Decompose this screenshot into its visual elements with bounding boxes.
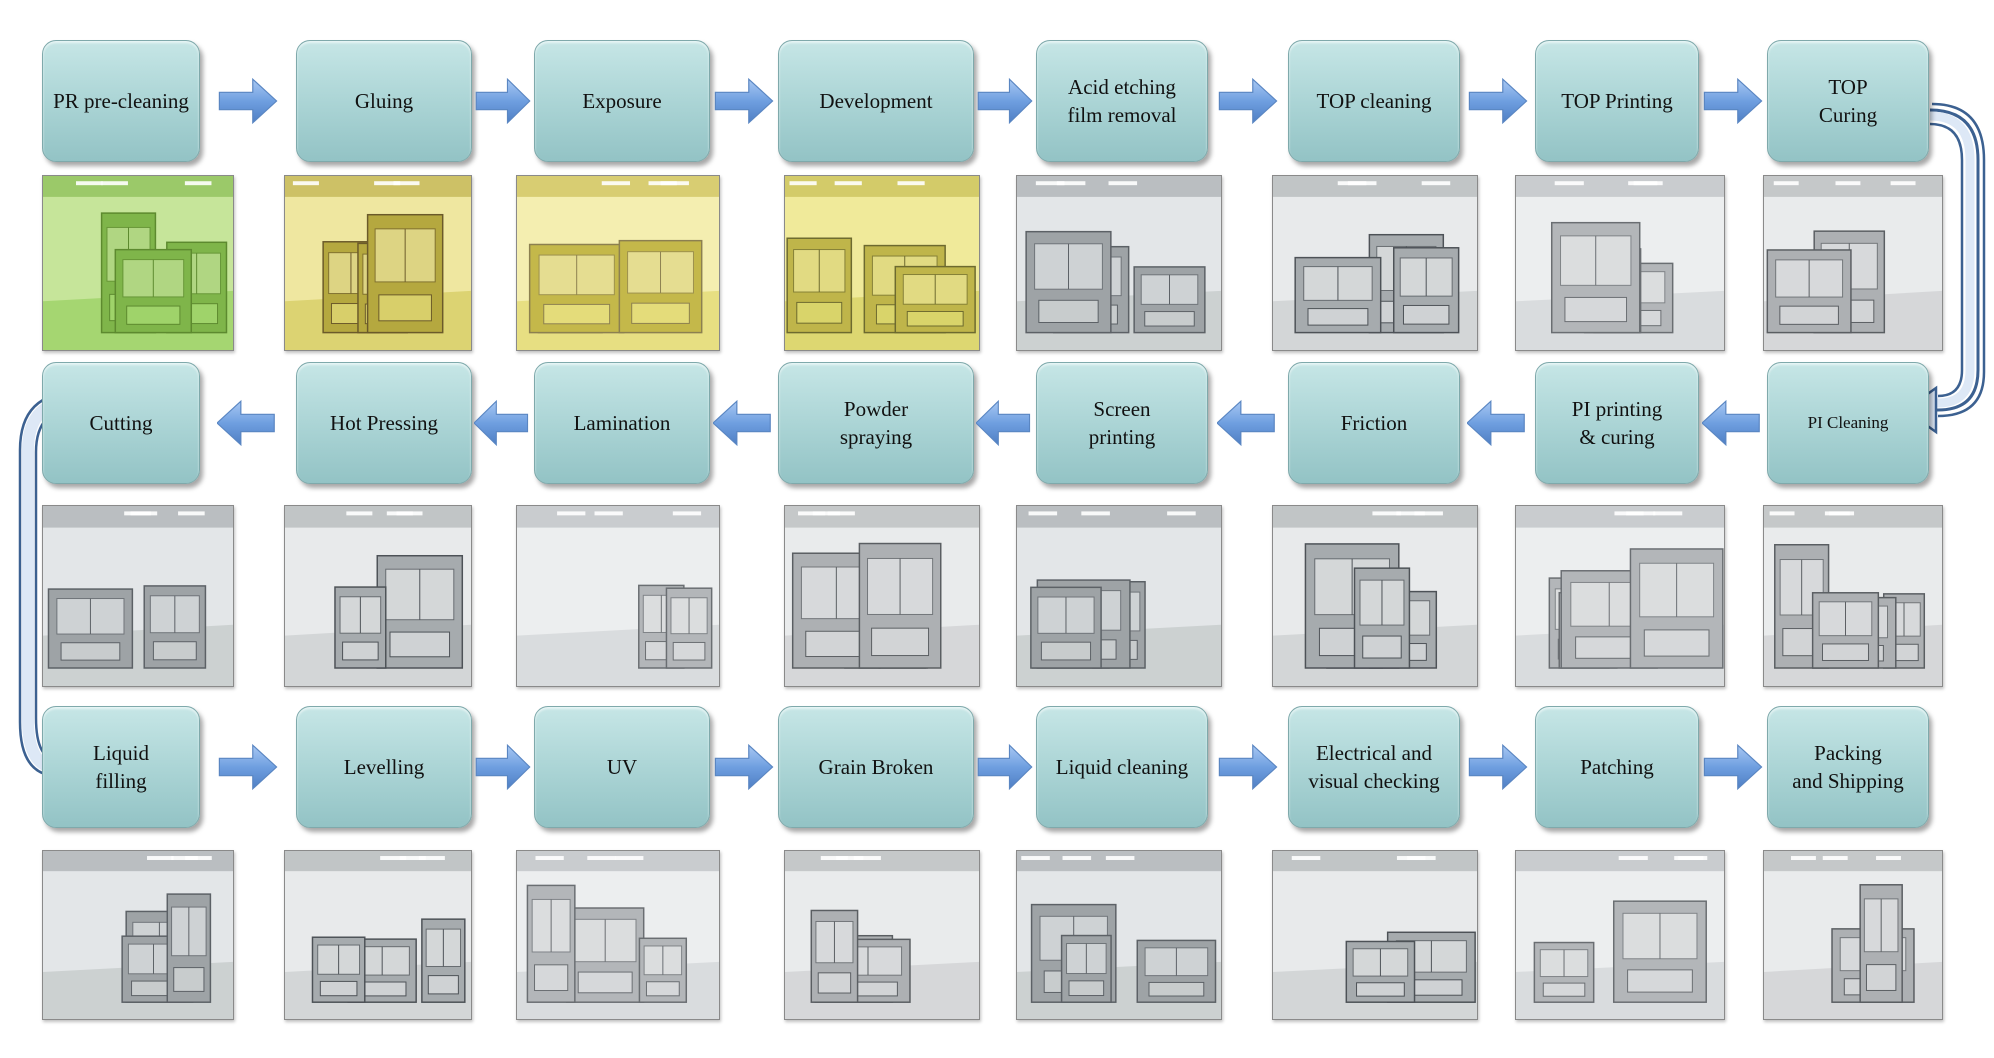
right-arrow-icon — [1217, 77, 1279, 125]
equipment-photo — [784, 175, 980, 351]
left-arrow-icon — [1466, 399, 1529, 447]
process-step-screen-printing: Screen printing — [1036, 362, 1208, 484]
left-arrow-icon — [1702, 399, 1764, 447]
equipment-photo — [1016, 175, 1222, 351]
equipment-photo — [1272, 505, 1478, 687]
right-arrow-icon — [713, 77, 775, 125]
process-step-exposure: Exposure — [534, 40, 710, 162]
equipment-photo — [1016, 850, 1222, 1020]
process-step-lamination: Lamination — [534, 362, 710, 484]
right-arrow-icon — [1467, 77, 1529, 125]
equipment-photo — [284, 175, 472, 351]
left-arrow-icon — [217, 399, 279, 447]
equipment-photo — [1763, 850, 1943, 1020]
process-step-hot-pressing: Hot Pressing — [296, 362, 472, 484]
equipment-photo — [784, 505, 980, 687]
process-step-top-printing: TOP Printing — [1535, 40, 1699, 162]
equipment-photo — [784, 850, 980, 1020]
equipment-photo — [42, 505, 234, 687]
right-arrow-icon — [474, 743, 532, 791]
right-arrow-icon — [474, 77, 532, 125]
right-arrow-icon — [713, 743, 775, 791]
right-arrow-icon — [217, 743, 279, 791]
equipment-photo — [516, 175, 720, 351]
equipment-photo — [1016, 505, 1222, 687]
equipment-photo — [516, 505, 720, 687]
left-arrow-icon — [474, 399, 532, 447]
equipment-photo — [1515, 850, 1725, 1020]
process-step-top-cleaning: TOP cleaning — [1288, 40, 1460, 162]
right-arrow-icon — [1467, 743, 1529, 791]
process-step-packing-and-shipping: Packing and Shipping — [1767, 706, 1929, 828]
right-arrow-icon — [976, 77, 1034, 125]
equipment-photo — [1515, 505, 1725, 687]
process-step-patching: Patching — [1535, 706, 1699, 828]
equipment-photo — [284, 505, 472, 687]
equipment-photo — [1763, 175, 1943, 351]
equipment-photo — [1272, 175, 1478, 351]
equipment-photo — [1515, 175, 1725, 351]
process-step-acid-etching-film-removal: Acid etching film removal — [1036, 40, 1208, 162]
equipment-photo — [516, 850, 720, 1020]
right-arrow-icon — [1702, 77, 1764, 125]
right-arrow-icon — [217, 77, 279, 125]
process-step-powder-spraying: Powder spraying — [778, 362, 974, 484]
right-arrow-icon — [976, 743, 1034, 791]
process-step-development: Development — [778, 40, 974, 162]
process-step-grain-broken: Grain Broken — [778, 706, 974, 828]
right-arrow-icon — [1217, 743, 1279, 791]
equipment-photo — [42, 850, 234, 1020]
process-step-pr-pre-cleaning: PR pre-cleaning — [42, 40, 200, 162]
equipment-photo — [1272, 850, 1478, 1020]
left-arrow-icon — [713, 399, 775, 447]
process-step-gluing: Gluing — [296, 40, 472, 162]
process-step-top-curing: TOP Curing — [1767, 40, 1929, 162]
process-step-cutting: Cutting — [42, 362, 200, 484]
process-step-liquid-filling: Liquid filling — [42, 706, 200, 828]
process-step-friction: Friction — [1288, 362, 1460, 484]
left-arrow-icon — [1217, 399, 1279, 447]
equipment-photo — [284, 850, 472, 1020]
process-step-levelling: Levelling — [296, 706, 472, 828]
equipment-photo — [1763, 505, 1943, 687]
process-step-liquid-cleaning: Liquid cleaning — [1036, 706, 1208, 828]
process-step-electrical-and-visual-checking: Electrical and visual checking — [1288, 706, 1460, 828]
process-step-uv: UV — [534, 706, 710, 828]
right-arrow-icon — [1702, 743, 1764, 791]
process-step-pi-printing-curing: PI printing & curing — [1535, 362, 1699, 484]
left-arrow-icon — [976, 399, 1034, 447]
process-step-pi-cleaning: PI Cleaning — [1767, 362, 1929, 484]
equipment-photo — [42, 175, 234, 351]
